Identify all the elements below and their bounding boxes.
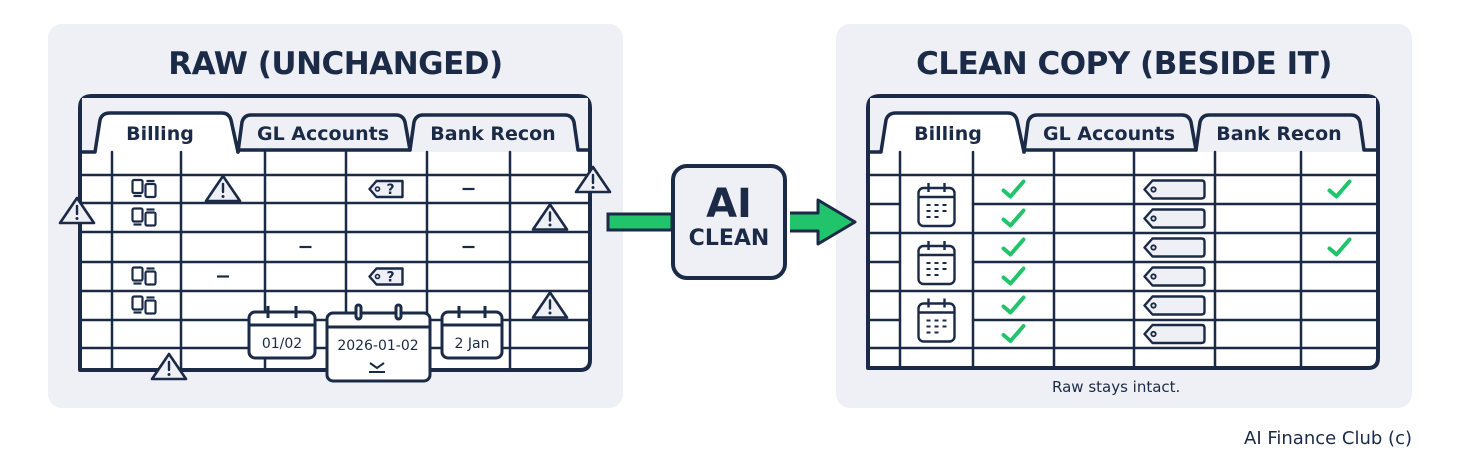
- ai-label: AI: [706, 181, 752, 227]
- clean-label: CLEAN: [688, 226, 770, 251]
- tag-icon: [1143, 237, 1206, 258]
- tag-icon: [1143, 266, 1206, 287]
- checkmark-icon: [1327, 237, 1352, 257]
- checkmark-icon: [1001, 295, 1026, 315]
- date-format-day-month: 2 Jan: [455, 336, 490, 352]
- calendar-date-01-02: [247, 306, 317, 360]
- calendar-date-day-month: [440, 306, 504, 360]
- raw-panel-title: RAW (UNCHANGED): [168, 46, 503, 82]
- warning-icon: [531, 203, 569, 231]
- clean-tab-billing[interactable]: [868, 111, 1026, 154]
- clean-tab-bank-label: Bank Recon: [1216, 123, 1341, 145]
- duplicate-icon: [131, 266, 157, 286]
- checkmark-icon: [1001, 237, 1026, 257]
- svg-text:?: ?: [386, 270, 394, 286]
- duplicate-icon: [131, 207, 157, 227]
- warning-icon: [531, 291, 569, 319]
- checkmark-icon: [1001, 324, 1026, 343]
- warning-icon: [574, 165, 612, 194]
- duplicate-icon: [131, 295, 157, 315]
- clean-caption: Raw stays intact.: [1052, 378, 1181, 396]
- calendar-date-iso: [325, 303, 432, 383]
- tag-icon: [1143, 295, 1206, 316]
- warning-icon: [204, 174, 242, 203]
- clean-tab-gl-label: GL Accounts: [1043, 123, 1175, 145]
- footer-credit: AI Finance Club (c): [1244, 428, 1412, 449]
- raw-tab-gl-accounts[interactable]: [236, 113, 412, 154]
- arrow-left-segment: [606, 212, 674, 232]
- chevron-down-icon: [369, 362, 385, 373]
- tag-icon: [1143, 323, 1206, 345]
- arrow-right-head: [790, 198, 857, 246]
- checkmark-icon: [1327, 179, 1352, 199]
- raw-tab-gl-label: GL Accounts: [257, 123, 389, 145]
- date-format-short: 01/02: [262, 336, 302, 352]
- calendar-icon: [917, 298, 956, 343]
- tag-question-icon: ?: [368, 267, 404, 286]
- raw-tab-bank-label: Bank Recon: [430, 123, 555, 145]
- raw-tab-billing-label: Billing: [126, 123, 194, 145]
- clean-tab-bank-recon[interactable]: [1194, 113, 1380, 152]
- svg-text:?: ?: [386, 182, 394, 198]
- tag-icon: [1143, 179, 1206, 200]
- duplicate-icon: [131, 178, 157, 199]
- warning-icon: [150, 352, 188, 381]
- checkmark-icon: [1001, 208, 1026, 228]
- warning-icon: [58, 196, 96, 225]
- date-format-iso: 2026-01-02: [337, 338, 418, 354]
- raw-tab-billing[interactable]: [80, 111, 240, 154]
- checkmark-icon: [1001, 179, 1026, 199]
- calendar-icon: [917, 241, 956, 286]
- calendar-icon: [917, 183, 956, 228]
- clean-tab-gl-accounts[interactable]: [1022, 113, 1198, 154]
- ai-clean-step: AI CLEAN: [671, 164, 787, 280]
- checkmark-icon: [1001, 266, 1026, 286]
- tag-question-icon: ?: [368, 179, 404, 199]
- tag-icon: [1143, 208, 1206, 229]
- clean-tab-billing-label: Billing: [914, 123, 982, 145]
- raw-tab-bank-recon[interactable]: [408, 113, 592, 152]
